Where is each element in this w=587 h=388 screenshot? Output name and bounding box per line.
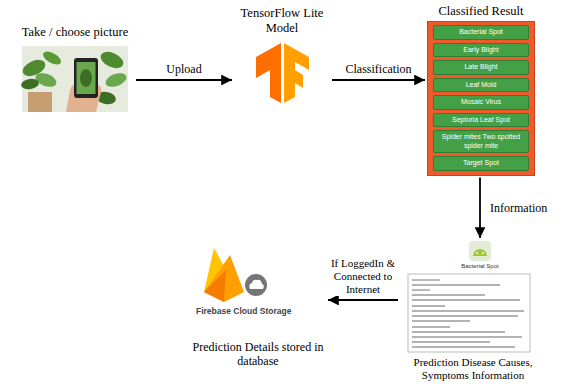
edge-label: If LoggedIn & Connected to Internet — [326, 257, 400, 296]
class-button: Early Blight — [433, 43, 529, 58]
node-text: Leaf Mold — [436, 81, 526, 90]
storage-box: Firebase Cloud StoragePrediction Details… — [188, 245, 328, 368]
node-text: Firebase Cloud Storage — [196, 306, 291, 316]
edge-label: Upload — [164, 62, 203, 76]
plant-photo — [20, 46, 128, 112]
node-text: Bacterial Spot — [436, 28, 526, 37]
class-button: Mosaic Virus — [433, 95, 529, 110]
node-text: Take / choose picture — [14, 24, 136, 40]
flow-arrow — [136, 79, 232, 81]
class-button: Target Spot — [433, 156, 529, 171]
class-button: Spider mites Two spotted spider mite — [433, 130, 529, 153]
class-button: Septoria Leaf Spot — [433, 113, 529, 128]
class-button: Bacterial Spot — [433, 25, 529, 40]
info-screen: Prediction Disease Causes, Symptoms Info… — [398, 238, 548, 381]
tensorflow-logo — [256, 43, 309, 103]
firebase-logo — [204, 248, 267, 302]
node-text: Septoria Leaf Spot — [436, 116, 526, 125]
screen-label: Bacterial Spot — [461, 263, 498, 270]
edge-label: Classification — [344, 62, 414, 76]
node-text: Prediction Disease Causes, Symptoms Info… — [398, 356, 548, 381]
node-text: Early Blight — [436, 46, 526, 55]
node-text: Classified Result — [425, 4, 537, 19]
class-button: Leaf Mold — [433, 78, 529, 93]
class-button: Late Blight — [433, 60, 529, 75]
node-text: Target Spot — [436, 159, 526, 168]
flow-arrow — [479, 178, 481, 239]
model-box: TensorFlow Lite Model — [232, 6, 332, 106]
node-text: TensorFlow Lite Model — [232, 6, 332, 36]
node-caption: Prediction Details stored in database — [188, 340, 328, 368]
flow-arrow — [328, 299, 398, 301]
node-text: Spider mites Two spotted spider mite — [436, 133, 526, 150]
flow-arrow — [332, 79, 425, 81]
photo-input: Take / choose picture — [14, 24, 136, 116]
node-text: Mosaic Virus — [436, 98, 526, 107]
result-list: Classified ResultBacterial SpotEarly Bli… — [425, 4, 537, 178]
edge-label: Information — [488, 201, 549, 215]
app-screenshot — [408, 241, 530, 352]
node-text: Late Blight — [436, 63, 526, 72]
